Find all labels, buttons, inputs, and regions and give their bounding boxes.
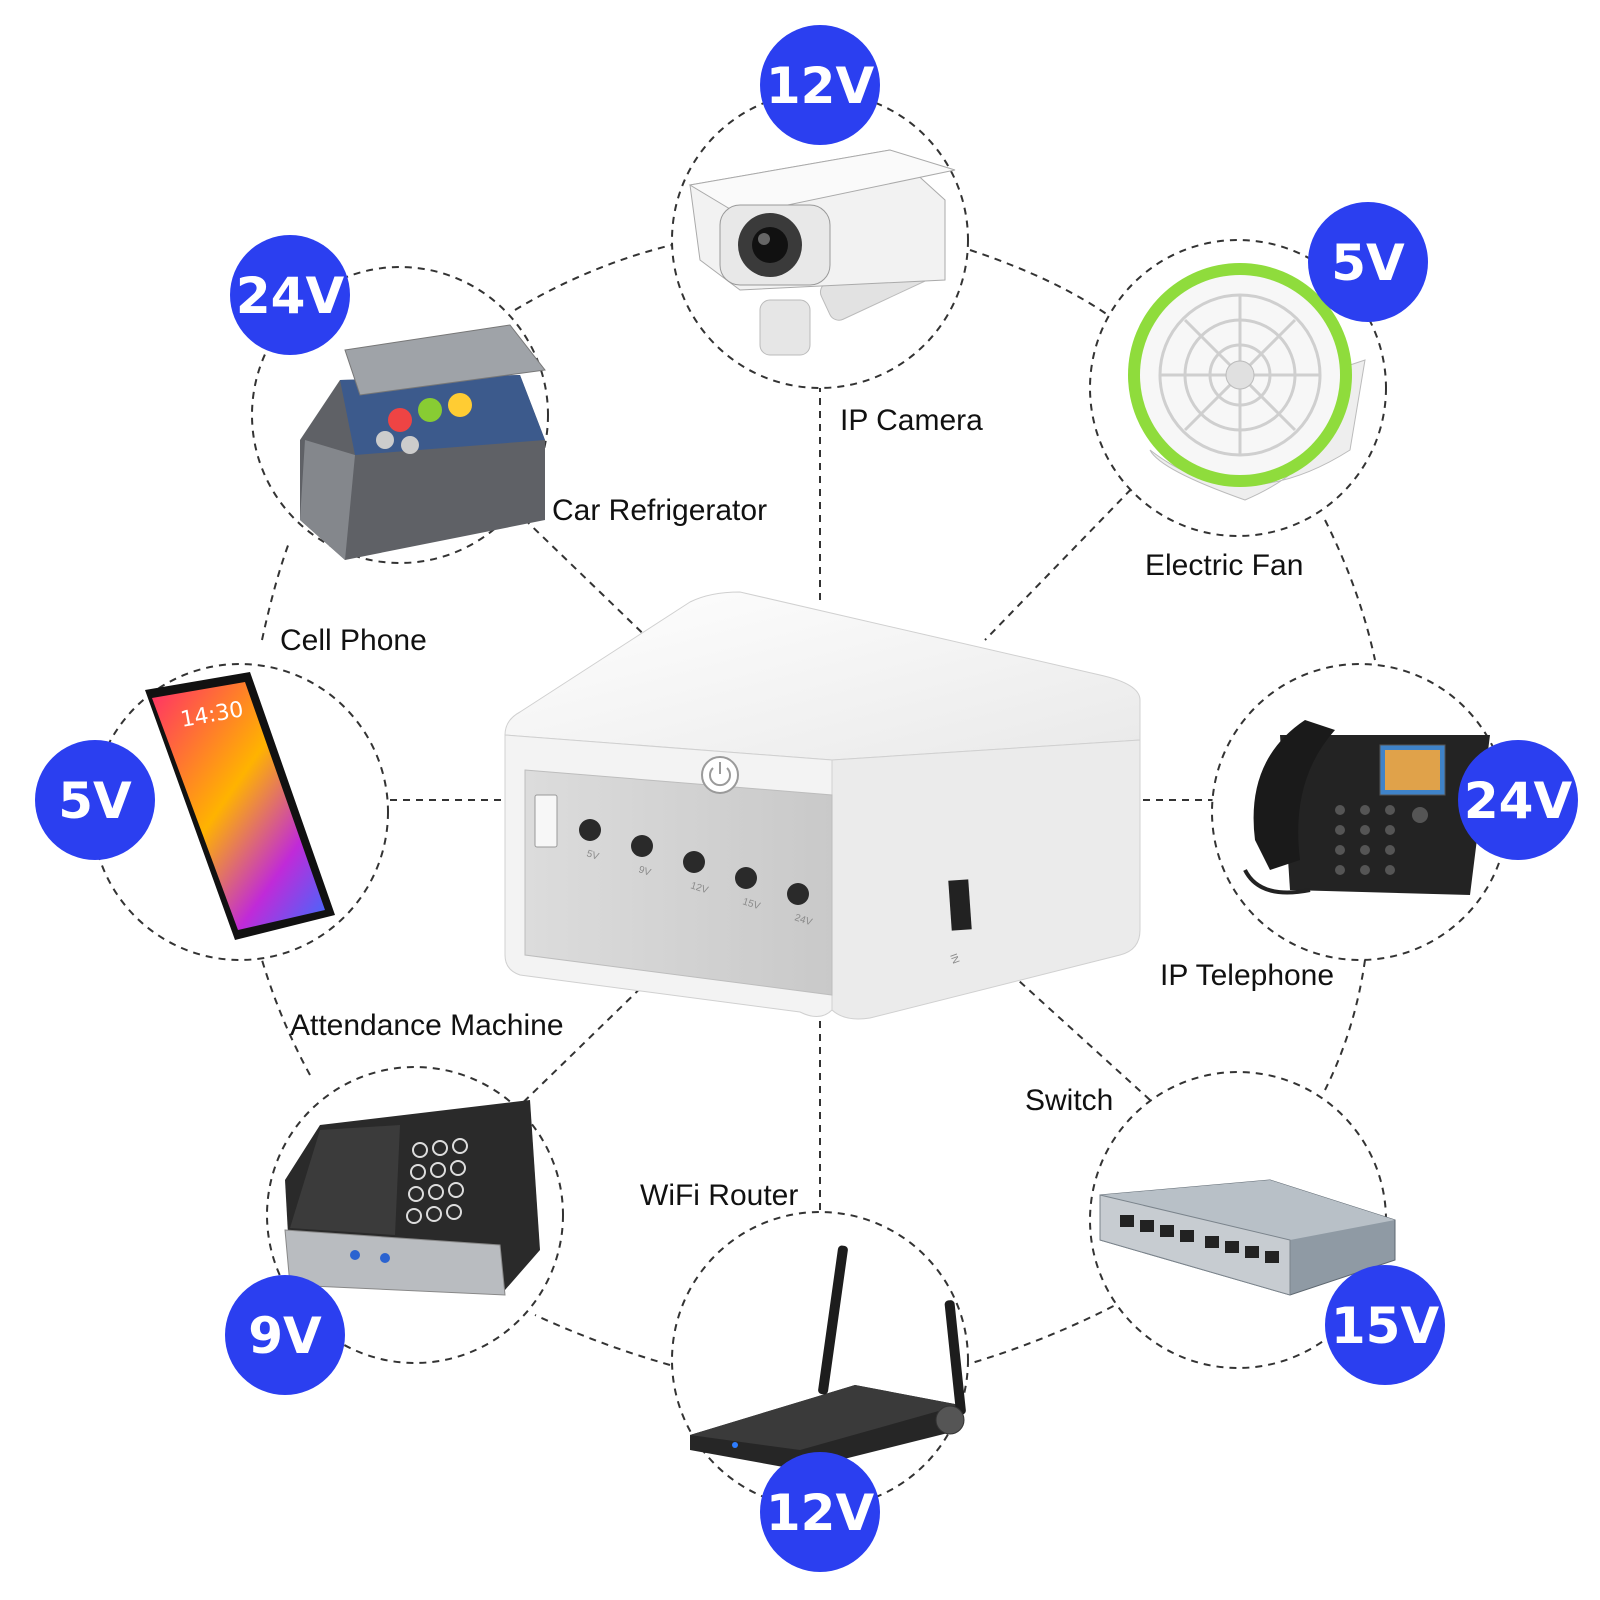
port-panel — [524, 769, 833, 996]
badge-ip-camera-text: 12V — [766, 57, 875, 115]
badge-wifi-router-text: 12V — [766, 1484, 875, 1542]
line-fan — [984, 479, 1141, 641]
power-button — [701, 756, 739, 794]
badge-ip-telephone-text: 24V — [1464, 772, 1573, 830]
badge-switch-text: 15V — [1331, 1297, 1440, 1355]
ring-camera-fan — [969, 249, 1116, 321]
label-switch: Switch — [1025, 1084, 1113, 1117]
input-port-label: IN — [947, 952, 961, 965]
badge-ip-telephone: 24V — [1458, 740, 1578, 860]
badge-wifi-router: 12V — [760, 1452, 880, 1572]
dc-port-label-5v: 5V — [585, 848, 600, 862]
dc-port-label-12v: 12V — [689, 880, 710, 896]
dc-port-label-15v: 15V — [741, 896, 762, 912]
wifi-router-icon — [690, 1245, 966, 1470]
label-car-refrigerator: Car Refrigerator — [552, 494, 767, 527]
badge-cell-phone: 5V — [35, 740, 155, 860]
car-refrigerator-icon — [300, 324, 546, 560]
label-ip-telephone: IP Telephone — [1160, 959, 1334, 992]
dc-port-5v — [579, 819, 601, 841]
dc-port-24v — [787, 883, 809, 905]
ring-attendance-phone — [261, 959, 311, 1076]
label-electric-fan: Electric Fan — [1145, 549, 1303, 582]
usb-port — [534, 794, 558, 848]
badge-car-refrigerator: 24V — [230, 235, 350, 355]
switch-icon — [1099, 1179, 1396, 1296]
badge-cell-phone-text: 5V — [58, 772, 132, 830]
dc-port-15v — [735, 867, 757, 889]
ring-router-attendance — [534, 1314, 671, 1366]
dc-port-12v — [683, 851, 705, 873]
ring-fan-telephone — [1324, 519, 1376, 661]
ring-phone-fridge — [261, 539, 291, 641]
ip-camera-icon — [688, 149, 956, 356]
line-attendance — [504, 939, 691, 1121]
badge-electric-fan-text: 5V — [1331, 234, 1405, 292]
hub-ports: 5V 9V 12V 15V 24V — [579, 819, 814, 928]
dc-port-9v — [631, 835, 653, 857]
dc-port-label-9v: 9V — [637, 864, 652, 878]
electric-fan-icon — [1128, 263, 1366, 501]
label-attendance-machine: Attendance Machine — [290, 1009, 564, 1042]
voltage-badges: 12V 5V 24V 15V 12V 9V 5V 24V — [35, 25, 1578, 1572]
cell-phone-icon: 14:30 — [145, 672, 335, 940]
ring-fridge-camera — [514, 244, 673, 311]
ip-telephone-icon — [1243, 720, 1490, 895]
ring-switch-router — [964, 1299, 1126, 1366]
badge-attendance-machine-text: 9V — [248, 1307, 322, 1365]
line-fridge — [514, 509, 661, 651]
badge-ip-camera: 12V — [760, 25, 880, 145]
dc-port-label-24v: 24V — [793, 912, 814, 928]
label-wifi-router: WiFi Router — [640, 1179, 798, 1212]
power-hub: IN — [504, 591, 1141, 1020]
ring-telephone-switch — [1324, 959, 1366, 1091]
label-ip-camera: IP Camera — [840, 404, 983, 437]
badge-switch: 15V — [1325, 1265, 1445, 1385]
device-labels: IP Camera Electric Fan IP Telephone Swit… — [280, 404, 1334, 1212]
badge-car-refrigerator-text: 24V — [236, 267, 345, 325]
badge-electric-fan: 5V — [1308, 202, 1428, 322]
badge-attendance-machine: 9V — [225, 1275, 345, 1395]
attendance-machine-icon — [284, 1100, 540, 1296]
label-cell-phone: Cell Phone — [280, 624, 427, 657]
